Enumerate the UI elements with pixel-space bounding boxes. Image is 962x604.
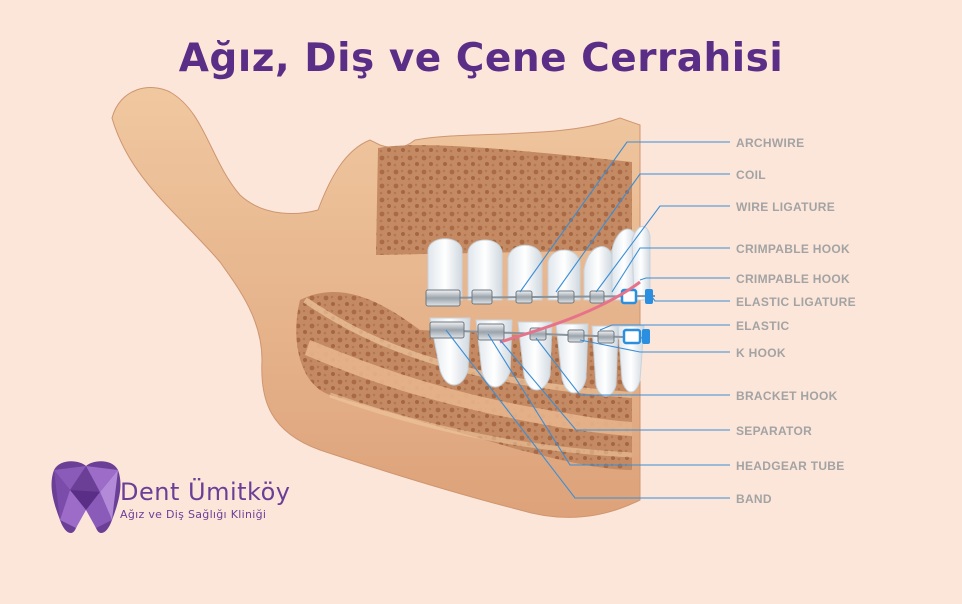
label-elastic: ELASTIC	[736, 319, 790, 333]
page-title: Ağız, Diş ve Çene Cerrahisi	[178, 36, 784, 81]
label-band: BAND	[736, 492, 772, 506]
label-k-hook: K HOOK	[736, 346, 786, 360]
leader-lines	[445, 141, 730, 499]
brand-tooth-logo-icon	[51, 461, 121, 534]
label-headgear-tube: HEADGEAR TUBE	[736, 459, 845, 473]
label-wire-ligature: WIRE LIGATURE	[736, 200, 836, 214]
brand-name: Dent Ümitköy	[120, 478, 291, 506]
brand-block: Dent Ümitköy Ağız ve Diş Sağlığı Kliniği	[120, 478, 290, 521]
label-coil: COIL	[736, 168, 766, 182]
elastic-band	[499, 280, 641, 344]
label-archwire: ARCHWIRE	[736, 136, 805, 150]
label-bracket-hook: BRACKET HOOK	[736, 389, 838, 403]
label-crimpable-hook-2: CRIMPABLE HOOK	[736, 272, 850, 286]
label-separator: SEPARATOR	[736, 424, 813, 438]
upper-bone-section	[376, 145, 632, 255]
nerve-canal	[305, 340, 632, 436]
lower-braces	[429, 280, 651, 345]
brand-subtitle: Ağız ve Diş Sağlığı Kliniği	[120, 508, 267, 521]
label-elastic-ligature: ELASTIC LIGATURE	[736, 295, 856, 309]
label-crimpable-hook-1: CRIMPABLE HOOK	[736, 242, 850, 256]
